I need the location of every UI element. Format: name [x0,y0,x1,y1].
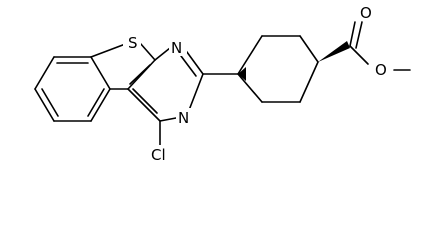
chlorine-atom-label: Cl [151,146,166,164]
molecule-structure: S N N Cl O O [34,3,411,164]
thiophene-ring [90,42,156,90]
sulfur-atom-label: S [128,34,138,52]
nitrogen-bottom-atom-label: N [178,109,189,127]
cyclohexane-ring [237,35,319,103]
nitrogen-top-atom-label: N [171,39,182,57]
ester-oxygen-label: O [375,61,387,79]
carbonyl-oxygen-label: O [360,4,372,22]
stereo-wedge-right [318,41,350,62]
benzene-ring [34,56,111,122]
ester-group [349,21,411,71]
stereo-wedge-left [238,67,246,81]
